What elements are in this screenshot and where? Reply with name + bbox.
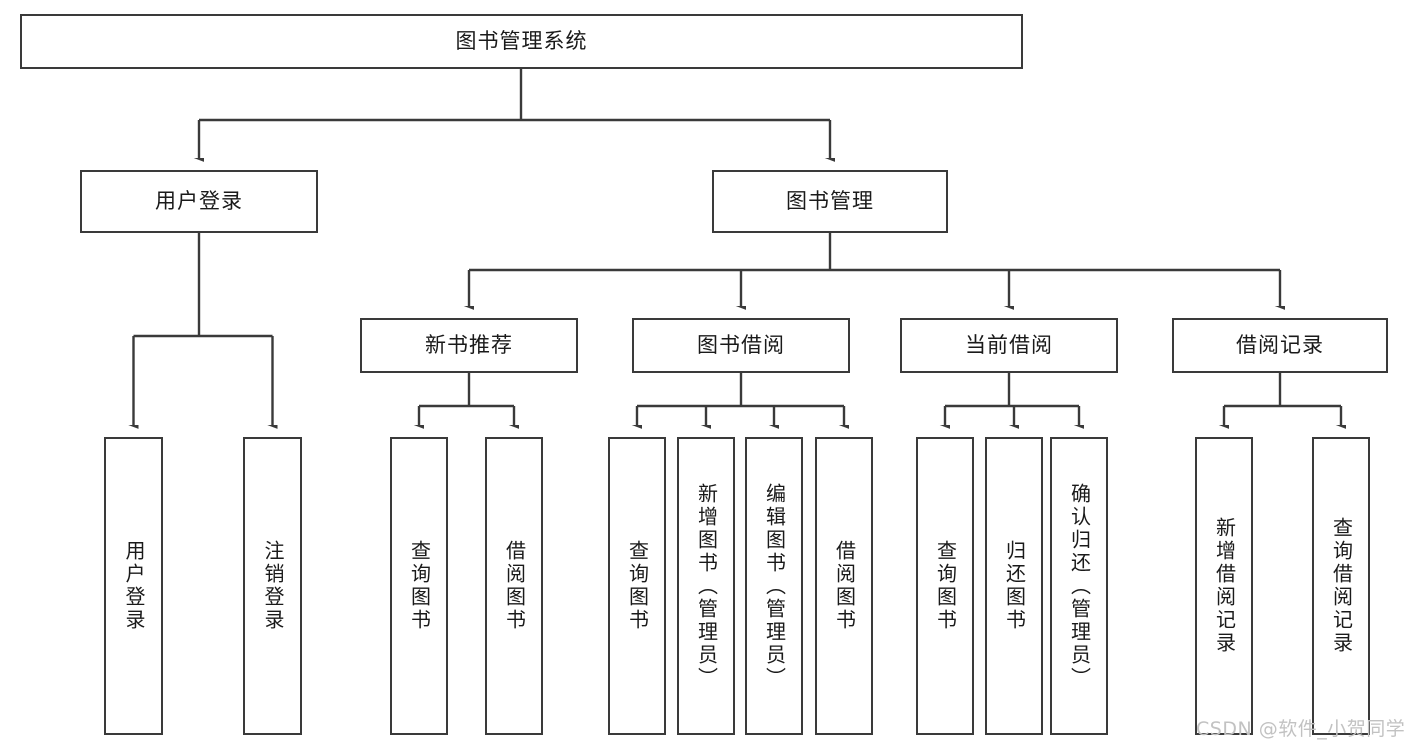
node-label: 用户登录 <box>155 188 243 213</box>
node-label: 图书管理系统 <box>455 28 588 53</box>
node-l10: 归还图书 <box>985 437 1043 735</box>
node-l11: 确认归还（管理员） <box>1050 437 1108 735</box>
node-label: 查询图书 <box>625 540 650 632</box>
node-label: 借阅图书 <box>502 540 527 632</box>
node-l13: 查询借阅记录 <box>1312 437 1370 735</box>
csdn-watermark: CSDN @软件_小贺同学 <box>1196 718 1405 740</box>
node-l9: 查询图书 <box>916 437 974 735</box>
node-l8: 借阅图书 <box>815 437 873 735</box>
node-label: 编辑图书（管理员） <box>762 482 787 690</box>
node-label: 新书推荐 <box>425 332 513 357</box>
node-l2: 注销登录 <box>243 437 302 735</box>
node-l6: 新增图书（管理员） <box>677 437 735 735</box>
node-l5: 查询图书 <box>608 437 666 735</box>
node-l12: 新增借阅记录 <box>1195 437 1253 735</box>
node-borrow: 图书借阅 <box>632 318 850 373</box>
node-label: 借阅记录 <box>1236 332 1324 357</box>
node-l4: 借阅图书 <box>485 437 543 735</box>
node-label: 新增图书（管理员） <box>694 482 719 690</box>
node-label: 注销登录 <box>261 540 285 632</box>
node-label: 当前借阅 <box>965 332 1053 357</box>
node-label: 查询图书 <box>407 540 432 632</box>
node-label: 图书管理 <box>786 188 874 213</box>
node-l1: 用户登录 <box>104 437 163 735</box>
node-label: 归还图书 <box>1002 540 1027 632</box>
node-l7: 编辑图书（管理员） <box>745 437 803 735</box>
node-bookmgmt: 图书管理 <box>712 170 948 233</box>
node-label: 借阅图书 <box>832 540 857 632</box>
node-label: 查询借阅记录 <box>1329 517 1354 655</box>
node-root: 图书管理系统 <box>20 14 1023 69</box>
node-label: 确认归还（管理员） <box>1067 482 1092 690</box>
node-login: 用户登录 <box>80 170 318 233</box>
node-label: 用户登录 <box>122 540 146 632</box>
node-newbook: 新书推荐 <box>360 318 578 373</box>
node-current: 当前借阅 <box>900 318 1118 373</box>
node-l3: 查询图书 <box>390 437 448 735</box>
node-record: 借阅记录 <box>1172 318 1388 373</box>
node-label: 新增借阅记录 <box>1212 517 1237 655</box>
node-label: 图书借阅 <box>697 332 785 357</box>
node-label: 查询图书 <box>933 540 958 632</box>
